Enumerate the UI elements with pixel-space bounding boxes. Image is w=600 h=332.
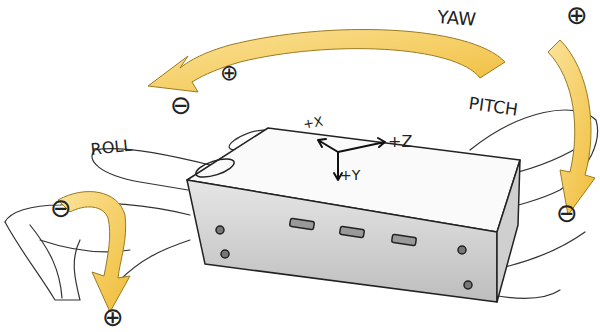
sign-symbol: ⊖ [556,200,578,226]
sign-symbol: ⊕ [566,2,588,28]
axis-label: +X [302,115,324,131]
axis-label: +Z [388,134,412,150]
pitch-arrow [548,40,595,215]
axis-name: YAW [437,8,477,29]
flight-controller-box [187,128,520,302]
sign-symbol: ⊕ [102,304,124,330]
sign-symbol: ⊕ [220,62,238,84]
axis-name: PITCH [468,95,519,119]
axis-label: +Y [340,168,360,182]
sign-symbol: ⊖ [50,195,72,221]
yaw-arrow [148,30,505,92]
sign-symbol: ⊖ [170,92,192,118]
axis-name: ROLL [90,138,133,158]
